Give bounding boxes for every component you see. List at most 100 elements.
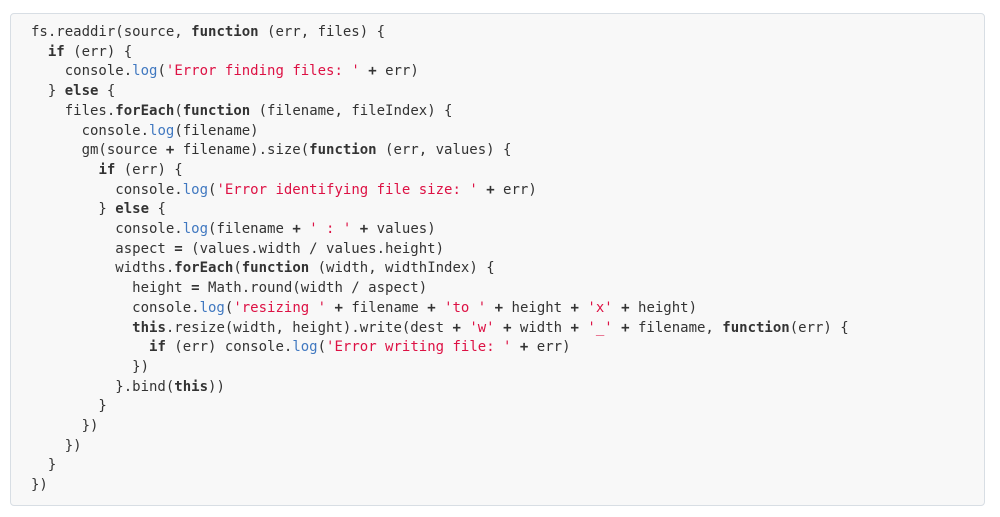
code-token-o: +	[165, 142, 175, 159]
code-token-k: function	[309, 142, 377, 159]
code-token-k: if	[98, 161, 116, 178]
code-token-p	[301, 221, 309, 237]
code-line: widths.forEach(function (width, widthInd…	[31, 259, 964, 279]
code-token-p: {	[98, 83, 116, 100]
code-token-p: console.	[31, 122, 150, 139]
code-token-s: 'x'	[587, 299, 613, 316]
code-token-p	[351, 221, 359, 237]
code-token-p: {	[149, 201, 166, 218]
code-token-k: function	[182, 102, 251, 119]
code-token-p	[478, 182, 486, 198]
code-line: }.bind(this))	[31, 378, 964, 398]
code-token-s: '_'	[587, 319, 613, 336]
code-token-s: 'Error identifying file size: '	[216, 181, 478, 198]
code-token-o: +	[427, 299, 436, 316]
code-token-o: +	[452, 319, 461, 336]
code-token-p: filename	[342, 299, 428, 316]
code-token-p: }	[31, 457, 57, 474]
code-token-p: (err, files) {	[258, 24, 386, 40]
code-token-s: ' : '	[309, 221, 352, 238]
code-token-k: forEach	[174, 260, 234, 277]
code-token-p: (filename	[208, 221, 293, 238]
code-token-p: console.	[31, 63, 133, 80]
code-token-o: +	[503, 319, 512, 336]
code-token-s: 'w'	[469, 319, 495, 336]
code-token-p: })	[31, 437, 82, 454]
code-line: if (err) console.log('Error writing file…	[31, 338, 964, 358]
code-token-p: }	[31, 398, 107, 415]
code-token-k: if	[47, 43, 65, 60]
code-line: files.forEach(function (filename, fileIn…	[31, 102, 964, 122]
code-line: gm(source + filename).size(function (err…	[31, 141, 964, 161]
code-token-p	[31, 162, 98, 178]
code-line: console.log(filename + ' : ' + values)	[31, 220, 964, 240]
code-line: }	[31, 456, 964, 476]
code-token-p: height	[31, 280, 192, 297]
code-token-p: (filename, fileIndex) {	[250, 102, 453, 119]
code-token-p	[511, 339, 519, 355]
code-token-p	[613, 320, 621, 336]
code-line: })	[31, 358, 964, 378]
code-token-p: (	[317, 339, 327, 356]
code-token-p: })	[31, 418, 99, 435]
code-token-s: 'Error finding files: '	[165, 63, 360, 80]
code-token-o: =	[191, 280, 200, 297]
code-token-p: values)	[368, 221, 436, 238]
code-snippet-page: fs.readdir(source, function (err, files)…	[0, 13, 1000, 517]
code-line: console.log('Error identifying file size…	[31, 181, 964, 201]
code-token-p	[436, 300, 444, 316]
code-line: } else {	[31, 200, 964, 220]
code-token-k: this	[132, 319, 166, 336]
code-token-p: }.bind(	[31, 378, 175, 395]
code-line: aspect = (values.width / values.height)	[31, 240, 964, 260]
code-token-p: (err) {	[115, 161, 183, 178]
code-token-b: log	[149, 122, 175, 139]
code-token-b: log	[132, 63, 158, 80]
code-token-p: err)	[376, 63, 419, 80]
code-token-p: (	[174, 102, 183, 119]
code-token-b: log	[292, 339, 318, 356]
code-token-p: (err, values) {	[376, 142, 512, 159]
code-token-p: (	[224, 299, 234, 316]
code-line: })	[31, 437, 964, 457]
code-line: if (err) {	[31, 161, 964, 181]
code-token-k: forEach	[115, 102, 175, 119]
code-token-b: log	[199, 299, 225, 316]
code-token-p: filename).size(	[174, 142, 310, 159]
code-token-p: (err) {	[64, 43, 133, 60]
code-token-p: (filename)	[174, 122, 259, 139]
code-token-o: +	[621, 299, 630, 316]
code-line: } else {	[31, 82, 964, 102]
code-token-k: this	[174, 378, 209, 395]
code-line: if (err) {	[31, 43, 964, 63]
code-token-p: (err) console.	[165, 339, 293, 356]
code-token-k: function	[191, 24, 259, 40]
code-token-k: function	[722, 319, 790, 336]
code-token-s: 'Error writing file: '	[326, 339, 512, 356]
code-token-p: err)	[494, 181, 537, 198]
code-token-o: +	[570, 299, 579, 316]
code-token-p: (	[233, 260, 242, 277]
code-token-p: (width, widthIndex) {	[309, 260, 495, 277]
code-token-k: if	[149, 339, 166, 356]
code-token-p: console.	[31, 221, 183, 238]
code-token-p: files.	[31, 102, 116, 119]
code-token-o: +	[621, 319, 630, 336]
code-token-p: }	[31, 83, 65, 100]
code-token-o: +	[292, 221, 301, 238]
code-token-p: Math.round(width / aspect)	[199, 280, 428, 297]
code-line: fs.readdir(source, function (err, files)…	[31, 23, 964, 43]
code-token-p	[360, 63, 368, 79]
code-token-p: err)	[528, 339, 571, 356]
code-token-s: 'resizing '	[233, 299, 327, 316]
code-token-p: })	[31, 477, 48, 494]
code-token-s: 'to '	[444, 299, 487, 316]
code-token-p: widths.	[31, 260, 175, 277]
code-token-p: })	[31, 358, 150, 375]
code-token-p: gm(source	[31, 142, 166, 159]
code-token-p	[495, 320, 503, 336]
code-token-p: console.	[31, 299, 200, 316]
code-line: height = Math.round(width / aspect)	[31, 279, 964, 299]
code-line: })	[31, 417, 964, 437]
code-token-o: +	[494, 299, 504, 316]
